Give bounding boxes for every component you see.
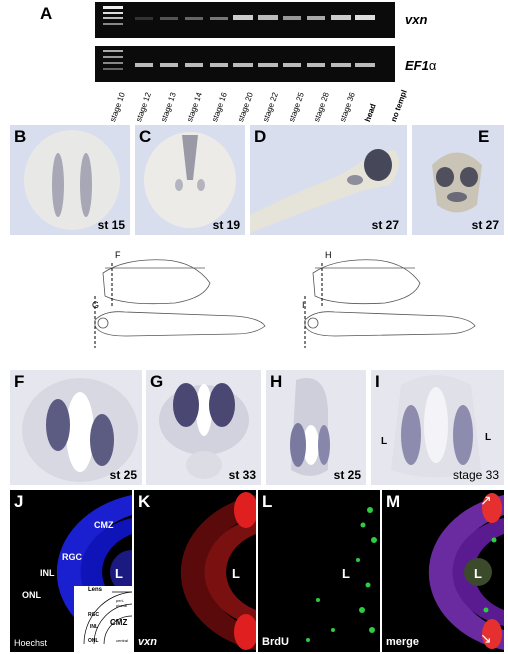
label-inl: INL [40, 568, 55, 578]
section-panel-i: I L L stage 33 [371, 370, 504, 485]
lumen-label-k: L [232, 566, 240, 581]
caption-brdu: BrdU [262, 636, 289, 648]
lane-label: stage 14 [184, 91, 204, 124]
panel-label-c: C [139, 127, 152, 146]
panel-label-d: D [254, 127, 267, 146]
caption-merge: merge [386, 636, 420, 648]
panel-label-b: B [14, 127, 27, 146]
panel-label-l: L [262, 492, 273, 511]
lumen-label-i-left: L [381, 436, 388, 447]
lane-label: stage 25 [286, 91, 306, 124]
panel-label-k: K [138, 492, 151, 511]
panel-label-m: M [386, 492, 401, 511]
label-onl: ONL [22, 590, 41, 600]
stage-label-c: st 19 [212, 218, 240, 232]
fluor-panel-l: L L BrdU [258, 490, 380, 652]
retina-inset: Lens RGC INL ONL CMZ peri-pheral central [74, 586, 132, 652]
stage-label-h: st 25 [333, 468, 361, 482]
stage-label-g: st 33 [228, 468, 256, 482]
lumen-label-j: L [115, 566, 123, 581]
embryo-panel-c: C st 19 [135, 125, 245, 235]
label-cmz: CMZ [94, 520, 114, 530]
diagram-label-i: I [302, 300, 305, 310]
lane-label: stage 36 [337, 91, 357, 124]
gel-vxn [95, 2, 395, 38]
lane-label: stage 13 [159, 91, 178, 124]
label-rgc: RGC [62, 552, 82, 562]
fluor-panel-j: J CMZ RGC INL ONL L Hoechst Lens RGC INL… [10, 490, 132, 652]
panel-label-e: E [478, 127, 490, 146]
lumen-label-m: L [474, 566, 482, 581]
stage-label-f: st 25 [109, 468, 137, 482]
stage-label-d: st 27 [371, 218, 399, 232]
diagram-label-f: F [115, 250, 121, 260]
caption-hoechst: Hoechst [14, 638, 48, 648]
panel-label-h: H [270, 372, 283, 391]
lane-label: stage 10 [108, 91, 127, 124]
inset-inl-label: INL [90, 624, 99, 630]
gel-vxn-bands [103, 6, 375, 25]
inset-central-label: central [116, 638, 129, 643]
lumen-label-l: L [342, 566, 350, 581]
inset-cmz-label: CMZ [110, 618, 128, 627]
section-panel-h: H st 25 [266, 370, 366, 485]
lane-label: no templ [388, 88, 409, 124]
inset-lens-label: Lens [88, 587, 103, 593]
panel-label-f: F [14, 372, 25, 391]
gene-label-ef1a: EF1α [405, 58, 437, 73]
lane-label: stage 16 [210, 91, 229, 124]
lane-label: stage 22 [261, 91, 280, 124]
stage-label-i: stage 33 [452, 468, 499, 482]
caption-vxn: vxn [138, 636, 157, 648]
lane-label: stage 12 [133, 91, 153, 124]
fluor-panel-k: K L vxn [134, 490, 256, 652]
arrow-top-icon: ↗ [480, 492, 492, 508]
gene-label-vxn: vxn [405, 12, 428, 27]
section-panel-g: G st 33 [146, 370, 261, 485]
diagram-label-g: G [92, 300, 100, 310]
lane-label: stage 28 [312, 91, 331, 124]
lane-label: head [363, 102, 378, 124]
panel-label-i: I [375, 372, 380, 391]
lumen-label-i-right: L [485, 432, 492, 443]
panel-label-g: G [150, 372, 164, 391]
panel-label-a: A [40, 4, 53, 23]
embryo-panel-b: B st 15 [10, 125, 130, 235]
stage-label-b: st 15 [97, 218, 125, 232]
inset-onl-label: ONL [88, 638, 99, 644]
diagram-label-h: H [325, 250, 332, 260]
lane-label: stage 20 [235, 91, 255, 124]
inset-rgc-label: RGC [88, 612, 100, 618]
inset-peripheral-label: peri-pheral [116, 598, 128, 608]
section-panel-f: F st 25 [10, 370, 142, 485]
arrow-bottom-icon: ↘ [480, 630, 492, 646]
stage-label-e: st 27 [471, 218, 499, 232]
fluor-panel-m: M L ↗ ↘ merge [382, 490, 504, 652]
tadpole-diagram-left [94, 259, 266, 348]
gel-ef1a-bands [103, 50, 375, 70]
gel-ef1a [95, 46, 395, 82]
tadpole-diagram-right [304, 259, 476, 348]
panel-label-j: J [14, 492, 24, 511]
embryo-panel-e: E st 27 [412, 125, 504, 235]
embryo-panel-d: D st 27 [250, 125, 407, 235]
